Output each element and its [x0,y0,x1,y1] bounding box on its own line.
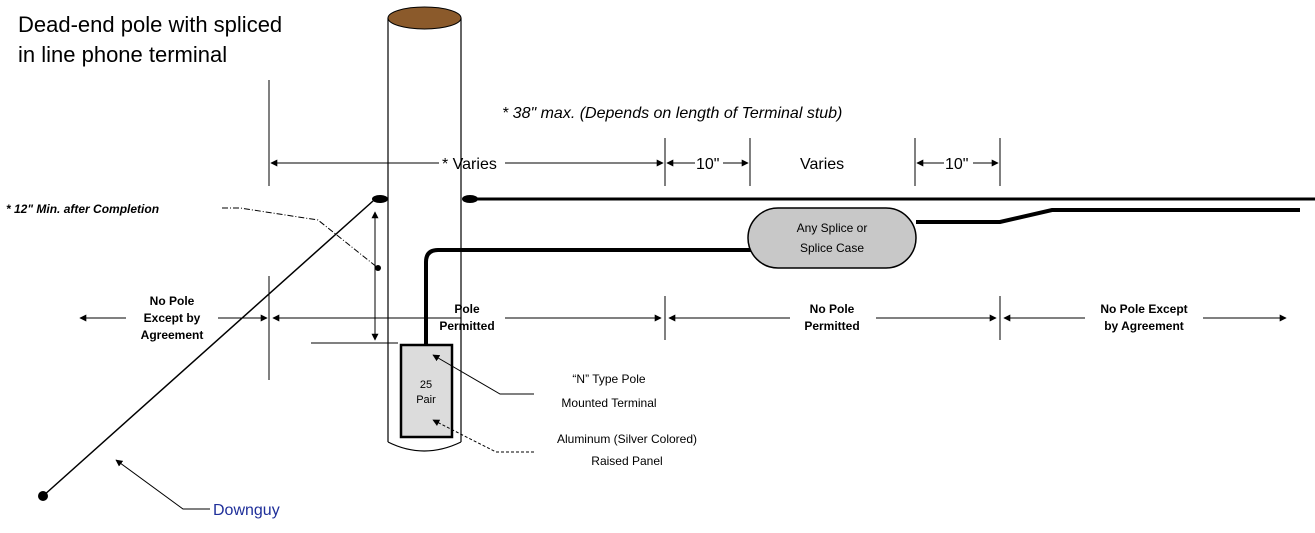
downguy-leader [115,459,210,510]
note-12-leader [222,207,379,269]
zone-pole-line-1: Pole [454,302,480,316]
dim-10-right-label: 10" [945,156,968,173]
dim-varies-star-label: * Varies [442,156,497,173]
n-type-terminal: 25 Pair [399,343,454,439]
zone-right-line-1: No Pole Except [1100,302,1187,316]
title-line-1: Dead-end pole with spliced [18,12,282,37]
downguy-anchor [38,491,48,501]
dim-10-left-label: 10" [696,156,719,173]
aluminum-line-2: Raised Panel [591,454,662,468]
terminal-label-line-2: Pair [416,394,436,406]
zone-right-line-2: by Agreement [1104,319,1184,333]
n-type-leader [432,354,534,395]
splice-label-line-1: Any Splice or [797,221,868,235]
zone-left-line-3: Agreement [141,328,204,342]
messenger-strand [462,195,1315,203]
note-12-min: * 12" Min. after Completion [6,202,159,216]
note-38-max: * 38" max. (Depends on length of Termina… [502,105,842,122]
zone-mid-line-1: No Pole [810,302,855,316]
zone-left-line-2: Except by [144,311,201,325]
terminal-label-line-1: 25 [420,379,432,391]
dim-varies-label: Varies [800,156,844,173]
terminal-cable [424,248,752,345]
zone-left-line-1: No Pole [150,294,195,308]
guy-attachment [372,195,388,203]
title-line-2: in line phone terminal [18,42,227,67]
aluminum-line-1: Aluminum (Silver Colored) [557,432,697,446]
zone-mid-line-2: Permitted [804,319,859,333]
pole-top [387,6,462,30]
downguy-label: Downguy [213,502,280,519]
splice-case: Any Splice or Splice Case [747,207,917,269]
downguy-wire [42,200,374,497]
note-12-dot [375,265,381,271]
zone-pole-line-2: Permitted [439,319,494,333]
n-type-line-2: Mounted Terminal [561,396,656,410]
cable-out-of-splice [916,208,1300,224]
n-type-line-1: “N” Type Pole [572,372,645,386]
aluminum-leader [432,419,534,453]
splice-label-line-2: Splice Case [800,241,864,255]
